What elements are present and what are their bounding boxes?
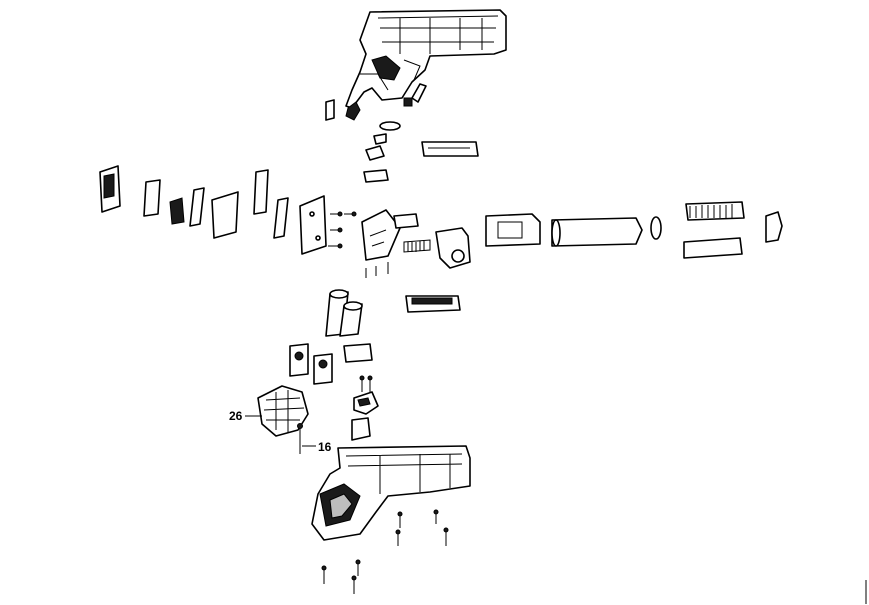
- clip-parts-top: [325, 99, 401, 183]
- callout-26: 26: [229, 409, 262, 423]
- trigger-assembly: [351, 391, 379, 441]
- o-ring: [650, 216, 662, 240]
- grille-cover: [257, 385, 309, 437]
- callout-label-26: 26: [229, 409, 243, 423]
- callout-label-16: 16: [318, 440, 332, 454]
- switch-plates: [289, 343, 373, 385]
- main-tube: [551, 217, 643, 247]
- bottom-screws: [321, 509, 449, 594]
- left-plate-stack: [99, 165, 327, 255]
- nozzle-head: [435, 227, 471, 269]
- control-board: [361, 209, 419, 278]
- switch-screws: [359, 375, 373, 392]
- middle-screws: [328, 211, 357, 249]
- spring: [403, 239, 431, 253]
- screw-part: [297, 423, 303, 454]
- lower-slide-bar: [405, 295, 461, 313]
- upper-housing-half: [345, 9, 507, 109]
- motor: [485, 213, 541, 247]
- battery-cells: [325, 289, 363, 337]
- lower-housing-half: [311, 445, 471, 541]
- heating-element: [683, 201, 745, 259]
- end-cap: [765, 211, 783, 243]
- callout-16: 16: [302, 440, 332, 454]
- upper-slide-bar: [421, 141, 479, 157]
